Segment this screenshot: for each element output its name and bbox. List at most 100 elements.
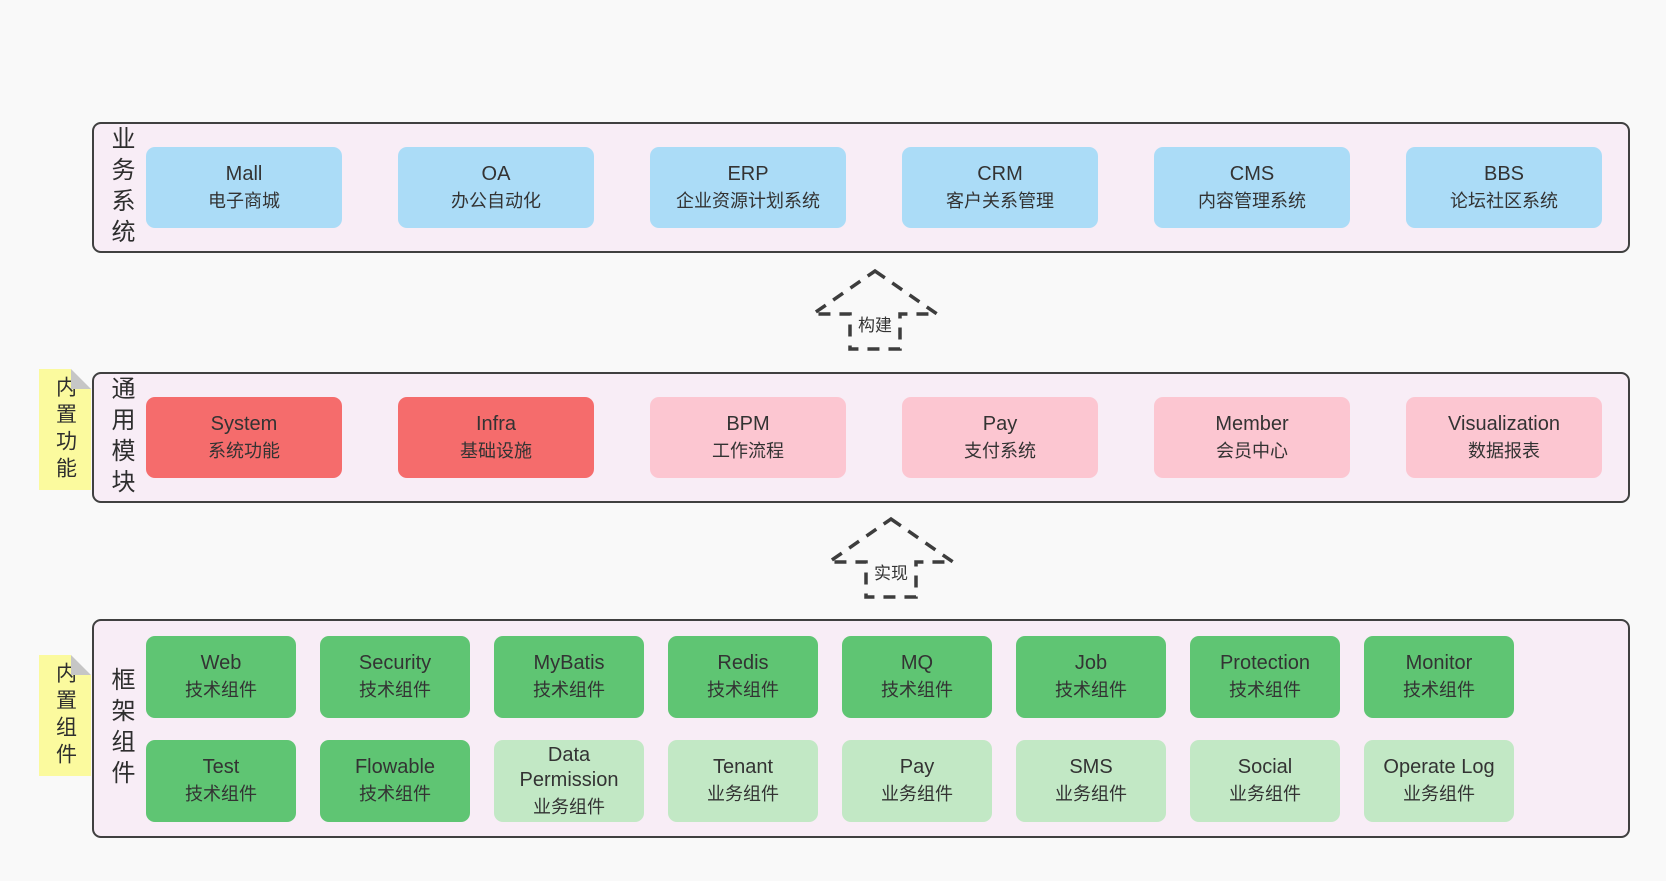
box-flowable: Flowable 技术组件 xyxy=(320,739,470,822)
box-tenant-en: Tenant xyxy=(712,756,774,779)
box-data-permission-en: Data Permission xyxy=(519,743,619,791)
box-sms-zh: 业务组件 xyxy=(1055,784,1127,805)
box-crm: CRM 客户关系管理 xyxy=(902,147,1098,228)
sticky-note-builtin-features: 内置功能 xyxy=(39,369,91,490)
box-infra-zh: 基础设施 xyxy=(460,441,532,462)
build-arrow-label: 构建 xyxy=(853,310,897,337)
box-job: Job 技术组件 xyxy=(1016,635,1166,718)
box-mq: MQ 技术组件 xyxy=(842,635,992,718)
sticky-builtin-components-text: 内置组件 xyxy=(53,661,77,770)
band-modules-label: 通用模块 xyxy=(94,374,146,501)
band-modules-label-text: 通用模块 xyxy=(107,375,134,500)
box-visualization: Visualization 数据报表 xyxy=(1406,397,1602,478)
box-cms: CMS 内容管理系统 xyxy=(1154,147,1350,228)
box-oa-zh: 办公自动化 xyxy=(451,191,541,212)
box-social-en: Social xyxy=(1237,756,1293,779)
box-flowable-zh: 技术组件 xyxy=(359,784,431,805)
box-mybatis-zh: 技术组件 xyxy=(533,680,605,701)
build-arrow: 构建 xyxy=(810,268,940,352)
box-test-zh: 技术组件 xyxy=(185,784,257,805)
box-member-en: Member xyxy=(1215,413,1289,436)
box-redis-zh: 技术组件 xyxy=(707,680,779,701)
box-security-en: Security xyxy=(358,652,432,675)
implement-arrow-label: 实现 xyxy=(869,558,913,585)
up-arrow-icon xyxy=(826,516,956,599)
box-bbs: BBS 论坛社区系统 xyxy=(1406,147,1602,228)
up-arrow-icon xyxy=(810,268,940,351)
box-redis-en: Redis xyxy=(717,652,769,675)
band-components-label-text: 框架组件 xyxy=(107,666,134,791)
box-test-en: Test xyxy=(202,756,240,779)
box-tenant-zh: 业务组件 xyxy=(707,784,779,805)
box-visualization-zh: 数据报表 xyxy=(1468,441,1540,462)
box-mall-zh: 电子商城 xyxy=(208,191,280,212)
box-cms-en: CMS xyxy=(1229,163,1275,186)
box-sms: SMS 业务组件 xyxy=(1016,739,1166,822)
box-pay-module: Pay 支付系统 xyxy=(902,397,1098,478)
box-bpm: BPM 工作流程 xyxy=(650,397,846,478)
box-mq-en: MQ xyxy=(900,652,934,675)
box-pay-component-en: Pay xyxy=(899,756,935,779)
box-job-zh: 技术组件 xyxy=(1055,680,1127,701)
sticky-note-builtin-components: 内置组件 xyxy=(39,655,91,776)
box-test: Test 技术组件 xyxy=(146,739,296,822)
box-bbs-en: BBS xyxy=(1483,163,1525,186)
box-system-en: System xyxy=(210,413,278,436)
box-system-zh: 系统功能 xyxy=(208,441,280,462)
box-oa-en: OA xyxy=(481,163,511,186)
box-monitor-zh: 技术组件 xyxy=(1403,680,1475,701)
box-sms-en: SMS xyxy=(1069,756,1113,779)
box-job-en: Job xyxy=(1074,652,1108,675)
box-web: Web 技术组件 xyxy=(146,635,296,718)
box-visualization-en: Visualization xyxy=(1448,413,1560,436)
box-oa: OA 办公自动化 xyxy=(398,147,594,228)
box-tenant: Tenant 业务组件 xyxy=(668,739,818,822)
box-bpm-en: BPM xyxy=(726,413,770,436)
box-flowable-en: Flowable xyxy=(354,756,436,779)
band-components-rows: Web 技术组件 Security 技术组件 MyBatis 技术组件 Redi… xyxy=(146,621,1628,836)
box-security-zh: 技术组件 xyxy=(359,680,431,701)
box-protection-en: Protection xyxy=(1219,652,1311,675)
band-business-label-text: 业务系统 xyxy=(107,125,134,250)
box-erp-en: ERP xyxy=(727,163,769,186)
band-framework-components: 框架组件 Web 技术组件 Security 技术组件 MyBatis 技术组件… xyxy=(92,619,1630,838)
band-modules-boxes: System 系统功能 Infra 基础设施 BPM 工作流程 Pay 支付系统… xyxy=(146,374,1628,501)
box-data-permission-zh: 业务组件 xyxy=(533,796,605,817)
box-operate-log-zh: 业务组件 xyxy=(1403,784,1475,805)
box-security: Security 技术组件 xyxy=(320,635,470,718)
box-pay-module-zh: 支付系统 xyxy=(964,441,1036,462)
box-pay-component: Pay 业务组件 xyxy=(842,739,992,822)
box-monitor-en: Monitor xyxy=(1405,652,1473,675)
box-mall-en: Mall xyxy=(225,163,263,186)
box-redis: Redis 技术组件 xyxy=(668,635,818,718)
components-row-2: Test 技术组件 Flowable 技术组件 Data Permission … xyxy=(146,739,1628,822)
box-mq-zh: 技术组件 xyxy=(881,680,953,701)
box-infra-en: Infra xyxy=(475,413,517,436)
box-mybatis-en: MyBatis xyxy=(533,652,605,675)
box-mybatis: MyBatis 技术组件 xyxy=(494,635,644,718)
sticky-builtin-features-text: 内置功能 xyxy=(53,375,77,484)
box-cms-zh: 内容管理系统 xyxy=(1198,191,1306,212)
band-business-boxes: Mall 电子商城 OA 办公自动化 ERP 企业资源计划系统 CRM 客户关系… xyxy=(146,124,1628,251)
box-data-permission: Data Permission 业务组件 xyxy=(494,739,644,822)
box-pay-component-zh: 业务组件 xyxy=(881,784,953,805)
box-member-zh: 会员中心 xyxy=(1216,441,1288,462)
box-operate-log-en: Operate Log xyxy=(1383,756,1495,779)
box-protection-zh: 技术组件 xyxy=(1229,680,1301,701)
box-operate-log: Operate Log 业务组件 xyxy=(1364,739,1514,822)
box-crm-en: CRM xyxy=(977,163,1023,186)
box-erp: ERP 企业资源计划系统 xyxy=(650,147,846,228)
box-web-en: Web xyxy=(200,652,242,675)
box-social: Social 业务组件 xyxy=(1190,739,1340,822)
band-components-label: 框架组件 xyxy=(94,621,146,836)
box-web-zh: 技术组件 xyxy=(185,680,257,701)
box-bpm-zh: 工作流程 xyxy=(712,441,784,462)
box-social-zh: 业务组件 xyxy=(1229,784,1301,805)
box-mall: Mall 电子商城 xyxy=(146,147,342,228)
box-crm-zh: 客户关系管理 xyxy=(946,191,1054,212)
box-pay-module-en: Pay xyxy=(982,413,1018,436)
box-protection: Protection 技术组件 xyxy=(1190,635,1340,718)
implement-arrow: 实现 xyxy=(826,516,956,600)
band-business-systems: 业务系统 Mall 电子商城 OA 办公自动化 ERP 企业资源计划系统 CRM… xyxy=(92,122,1630,253)
